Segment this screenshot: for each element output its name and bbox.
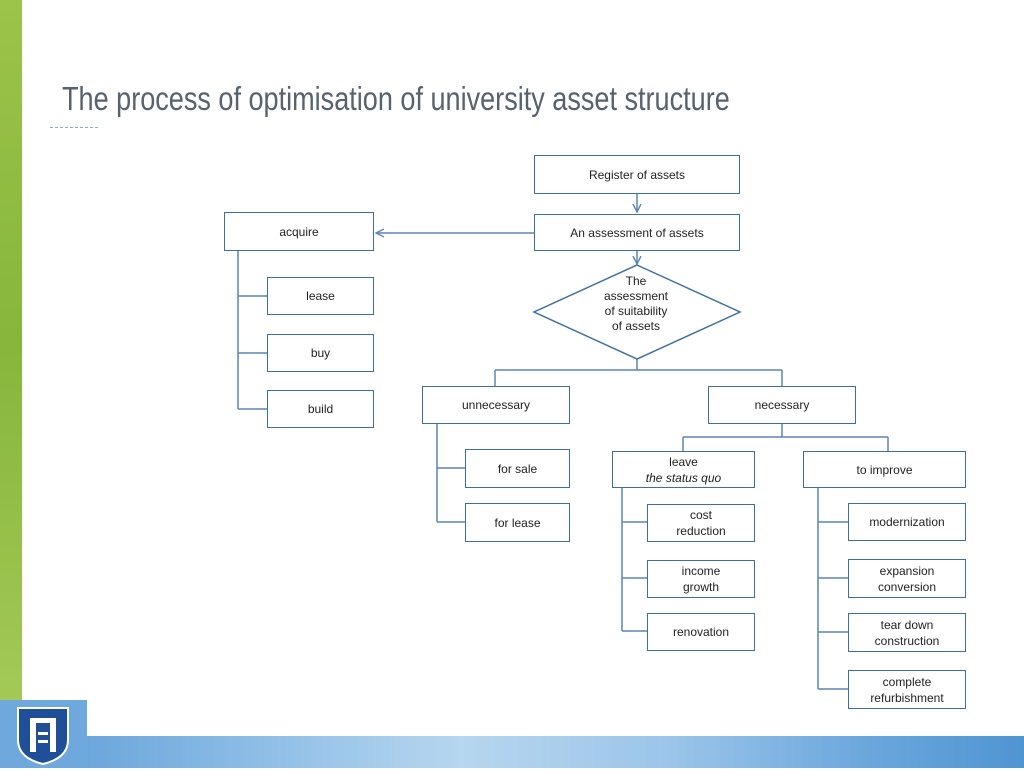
unnecessary-box: unnecessary [422,386,570,424]
leave-status-quo-box: leave the status quo [612,451,755,488]
modernization-box: modernization [848,503,966,541]
necessary-box: necessary [708,386,856,424]
complete-refurbishment-box: complete refurbishment [848,670,966,709]
for-sale-box: for sale [465,449,570,488]
left-accent-bar [0,0,22,768]
income-growth-box: income growth [647,560,755,598]
tear-down-construction-box: tear down construction [848,613,966,652]
expansion-conversion-box: expansion conversion [848,559,966,598]
build-box: build [267,390,374,428]
acquire-box: acquire [224,212,374,251]
to-improve-box: to improve [803,451,966,488]
suitability-diamond [532,264,742,360]
for-lease-box: for lease [465,503,570,542]
university-logo [0,700,87,768]
buy-box: buy [267,334,374,372]
lease-box: lease [267,277,374,315]
title-underline [50,127,98,128]
slide-title: The process of optimisation of universit… [62,80,730,117]
assessment-of-assets-box: An assessment of assets [534,214,740,251]
renovation-box: renovation [647,613,755,651]
cost-reduction-box: cost reduction [647,504,755,542]
suitability-decision-label: The assessment of suitability of assets [603,274,669,333]
register-of-assets-box: Register of assets [534,155,740,194]
crest-icon [17,707,69,766]
bottom-sky-band [0,736,1024,768]
